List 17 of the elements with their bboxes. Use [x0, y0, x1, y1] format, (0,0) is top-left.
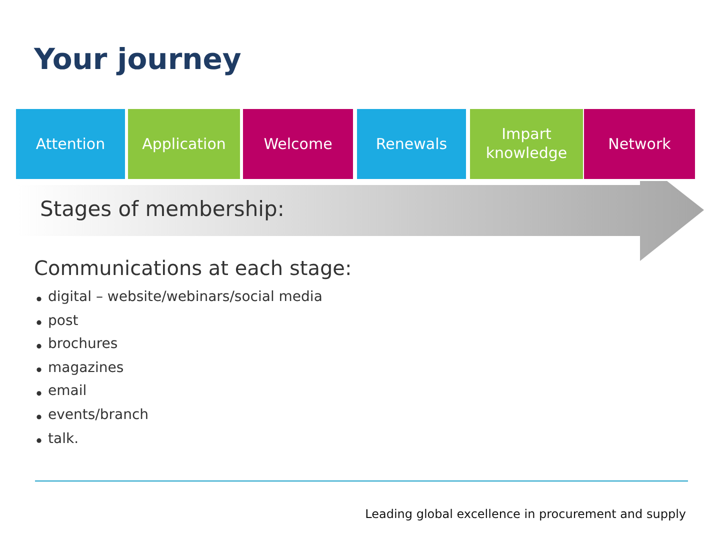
bullet-text: email	[48, 383, 87, 400]
stage-box: Application	[128, 109, 240, 179]
stage-box: Network	[584, 109, 695, 179]
stage-box: Renewals	[357, 109, 466, 179]
arrow-label: Stages of membership:	[40, 197, 284, 221]
slide-title: Your journey	[34, 42, 242, 76]
bullet-text: post	[48, 312, 78, 329]
bullet-text: events/branch	[48, 407, 149, 423]
footer-text: Leading global excellence in procurement and supply	[365, 507, 686, 521]
bullet-text: digital – website/webinars/social media	[48, 289, 322, 305]
heading: Communications at each stage:	[34, 256, 352, 280]
bullet-text: magazines	[48, 360, 124, 376]
stage-box: Attention	[16, 109, 125, 179]
stage-box: Welcome	[243, 109, 353, 179]
bullet-text: talk.	[48, 430, 79, 447]
bullet-text: brochures	[48, 336, 118, 352]
stage-box: Impart knowledge	[470, 109, 583, 179]
